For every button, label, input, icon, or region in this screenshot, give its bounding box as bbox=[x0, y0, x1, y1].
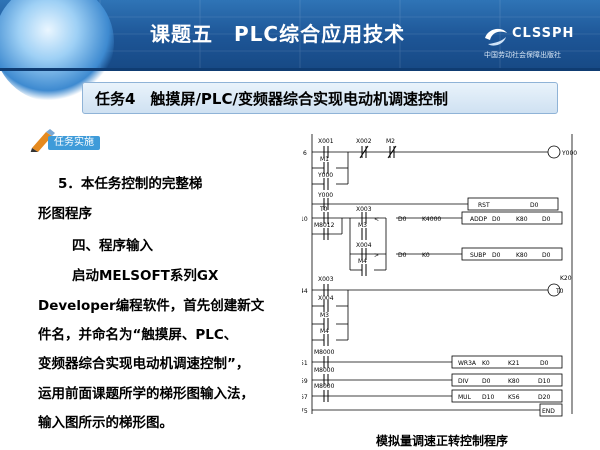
instruction-arg: D0 bbox=[542, 252, 551, 259]
contact-label: M4 bbox=[358, 258, 367, 265]
instruction-arg: D0 bbox=[482, 378, 491, 385]
text-line-7: 变频器综合实现电动机调速控制”， bbox=[38, 356, 250, 372]
slide-title: 课题五 PLC综合应用技术 bbox=[150, 22, 406, 46]
instruction-op: DIV bbox=[458, 378, 469, 385]
task-badge: 任务实施 bbox=[28, 129, 100, 154]
instruction-arg: D10 bbox=[538, 378, 550, 385]
instruction-op: RST bbox=[478, 202, 490, 209]
contact-label: M4 bbox=[320, 328, 329, 335]
task-title-bar: 任务4 触摸屏/PLC/变频器综合实现电动机调速控制 bbox=[82, 82, 558, 114]
contact-label: M8000 bbox=[314, 383, 335, 390]
end-instruction: END bbox=[542, 408, 555, 415]
contact-label: M1 bbox=[320, 156, 329, 163]
contact-label: M3 bbox=[320, 312, 329, 319]
contact-label: X004 bbox=[318, 295, 334, 302]
instruction-arg: D0 bbox=[398, 252, 407, 259]
instruction-arg: K4000 bbox=[422, 216, 441, 223]
ladder-step: 59 bbox=[302, 378, 308, 385]
badge-label: 任务实施 bbox=[48, 136, 100, 150]
contact-label: M8000 bbox=[314, 367, 335, 374]
contact-label: X003 bbox=[356, 206, 372, 213]
contact-label: Y000 bbox=[317, 192, 333, 199]
swirl-logo-icon bbox=[485, 28, 507, 46]
text-line-4: 启动MELSOFT系列GX bbox=[72, 268, 219, 284]
instruction-arg: D20 bbox=[538, 394, 550, 401]
ladder-step: 67 bbox=[302, 394, 308, 401]
contact-label: T0 bbox=[319, 206, 328, 213]
ladder-step: 10 bbox=[302, 216, 308, 223]
contact-label: M8012 bbox=[314, 222, 335, 229]
instruction-arg: K0 bbox=[482, 360, 490, 367]
instruction-arg: K80 bbox=[516, 216, 528, 223]
instruction-arg: D0 bbox=[492, 216, 501, 223]
ladder-diagram: 6 10 44 51 59 67 75 X001 X002 M2 M1 Y000… bbox=[302, 134, 577, 417]
text-line-1: 5．本任务控制的完整梯 bbox=[58, 176, 203, 192]
ladder-step: 51 bbox=[302, 360, 308, 367]
contact-label: X002 bbox=[356, 138, 372, 145]
logo-subtitle: 中国劳动社会保障出版社 bbox=[484, 51, 561, 59]
coil-label: T0 bbox=[555, 288, 564, 295]
compare-symbol: < bbox=[374, 216, 379, 223]
contact-label: M8000 bbox=[314, 349, 335, 356]
instruction-op: SUBP bbox=[470, 252, 486, 259]
coil-label: Y000 bbox=[561, 150, 577, 157]
instruction-arg: K56 bbox=[508, 394, 520, 401]
task-title: 任务4 触摸屏/PLC/变频器综合实现电动机调速控制 bbox=[95, 90, 448, 108]
instruction-arg: D0 bbox=[398, 216, 407, 223]
header-divider bbox=[0, 68, 600, 71]
contact-label: X004 bbox=[356, 242, 372, 249]
instruction-arg: K21 bbox=[508, 360, 520, 367]
pencil-icon bbox=[30, 129, 55, 152]
contact-label: X003 bbox=[318, 276, 334, 283]
text-line-6: 件名，并命名为“触摸屏、PLC、 bbox=[38, 327, 238, 343]
instruction-op: MUL bbox=[458, 394, 472, 401]
text-line-8: 运用前面课题所学的梯形图输入法， bbox=[38, 386, 254, 402]
compare-symbol: > bbox=[374, 252, 379, 259]
contact-label: Y000 bbox=[317, 172, 333, 179]
instruction-arg: D0 bbox=[542, 216, 551, 223]
diagram-caption: 模拟量调速正转控制程序 bbox=[376, 434, 509, 448]
contact-label: M3 bbox=[358, 222, 367, 229]
text-line-9: 输入图所示的梯形图。 bbox=[38, 415, 173, 431]
timer-constant: K20 bbox=[560, 275, 572, 282]
text-line-2: 形图程序 bbox=[38, 206, 92, 222]
ladder-step: 75 bbox=[302, 408, 308, 415]
publisher-logo: CLSSPH 中国劳动社会保障出版社 bbox=[482, 26, 596, 66]
text-line-5: Developer编程软件，首先创建新文 bbox=[38, 298, 265, 314]
instruction-arg: D10 bbox=[482, 394, 494, 401]
contact-label: M2 bbox=[386, 138, 395, 145]
instruction-op: WR3A bbox=[458, 360, 477, 367]
text-line-3: 四、程序输入 bbox=[72, 238, 153, 254]
ladder-step: 44 bbox=[302, 288, 308, 295]
slide-header: 课题五 PLC综合应用技术 CLSSPH 中国劳动社会保障出版社 bbox=[0, 0, 600, 102]
instruction-arg: K80 bbox=[508, 378, 520, 385]
contact-label: X001 bbox=[318, 138, 334, 145]
instruction-op: ADDP bbox=[470, 216, 487, 223]
instruction-arg: D0 bbox=[492, 252, 501, 259]
instruction-arg: K80 bbox=[516, 252, 528, 259]
instruction-arg: K0 bbox=[422, 252, 430, 259]
ladder-step: 6 bbox=[303, 150, 307, 157]
instruction-arg: D0 bbox=[540, 360, 549, 367]
instruction-arg: D0 bbox=[530, 202, 539, 209]
logo-text: CLSSPH bbox=[512, 26, 575, 41]
